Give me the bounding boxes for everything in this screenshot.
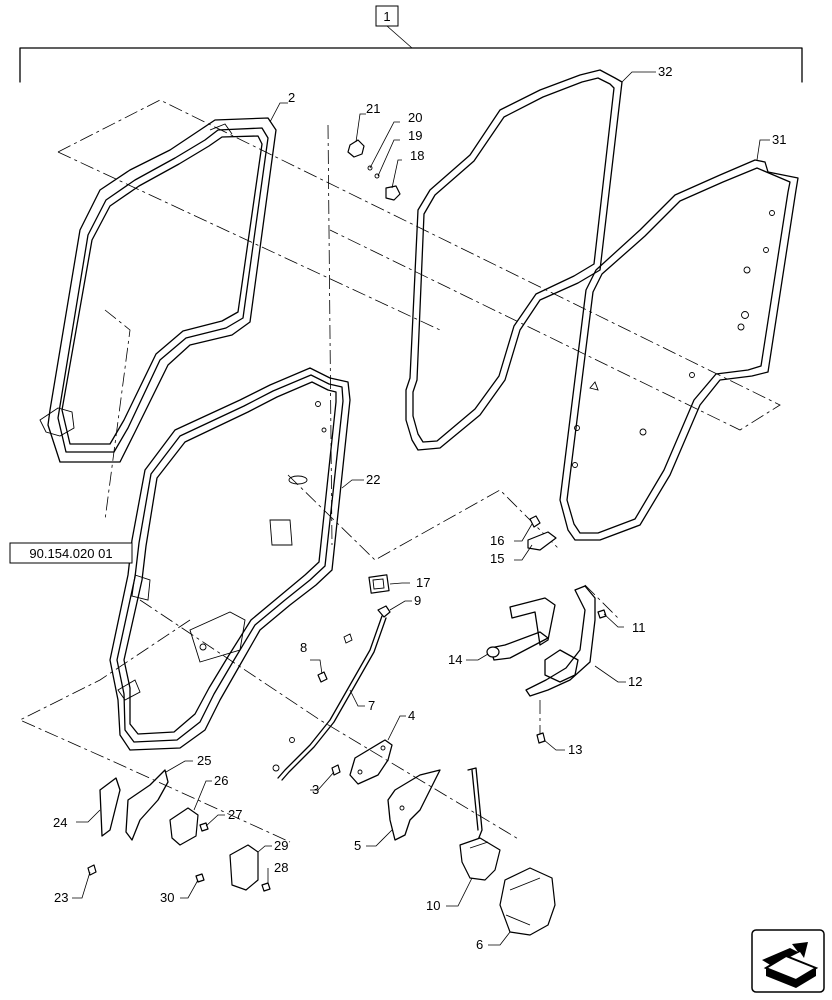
decal-part-17 — [368, 574, 390, 594]
callout-25: 25 — [197, 753, 211, 768]
callout-23: 23 — [54, 890, 68, 905]
pin-part-11 — [597, 609, 607, 619]
callout-13: 13 — [568, 742, 582, 757]
fastener-group-18-21 — [347, 139, 401, 201]
nut-part-21 — [347, 139, 365, 158]
callout-9: 9 — [414, 593, 421, 608]
callout-7: 7 — [368, 698, 375, 713]
callout-leaders — [72, 71, 770, 946]
callout-22: 22 — [366, 472, 380, 487]
callout-30: 30 — [160, 890, 174, 905]
callout-24: 24 — [53, 815, 67, 830]
lever-part-12 — [525, 585, 596, 697]
bracket-part-14 — [509, 597, 556, 646]
callout-29: 29 — [274, 838, 288, 853]
callout-12: 12 — [628, 674, 642, 689]
callout-labels: 2 32 31 21 20 19 18 22 16 15 17 9 11 14 … — [53, 64, 786, 952]
callout-11: 11 — [632, 620, 646, 635]
clip-part-9 — [377, 605, 391, 618]
callout-8: 8 — [300, 640, 307, 655]
callout-10: 10 — [426, 898, 440, 913]
callout-21: 21 — [366, 101, 380, 116]
callout-18: 18 — [410, 148, 424, 163]
callout-27: 27 — [228, 807, 242, 822]
assembly-number: 1 — [383, 9, 390, 24]
assembly-bracket — [19, 47, 803, 83]
window-frame-part-2 — [39, 117, 277, 463]
callout-14: 14 — [448, 652, 462, 667]
callout-28: 28 — [274, 860, 288, 875]
next-page-arrow-icon[interactable] — [751, 929, 825, 993]
cross-reference-box[interactable]: 90.154.020 01 — [9, 542, 133, 564]
latch-group-23-30 — [87, 769, 271, 892]
callout-4: 4 — [408, 708, 415, 723]
pin-and-plate-15-16 — [527, 515, 557, 551]
latch-plate-part-5 — [387, 769, 441, 841]
callout-17: 17 — [416, 575, 430, 590]
plate-part-24 — [99, 777, 121, 837]
callout-16: 16 — [490, 533, 504, 548]
nut-part-13 — [536, 732, 546, 744]
callout-5: 5 — [354, 838, 361, 853]
bolt-part-8 — [317, 633, 353, 683]
bracket-part-25 — [125, 769, 169, 841]
cover-part-6 — [499, 867, 556, 936]
callout-32: 32 — [658, 64, 672, 79]
plate-part-15 — [527, 531, 557, 551]
callout-26: 26 — [214, 773, 228, 788]
label-and-clip-17-9 — [368, 574, 391, 618]
assembly-callout: 1 — [19, 5, 803, 83]
pin-part-16 — [529, 515, 541, 528]
cover-part-29 — [229, 844, 259, 891]
handle-linkage-11-12-14 — [486, 585, 607, 744]
bolt-part-18 — [385, 185, 401, 201]
callout-6: 6 — [476, 937, 483, 952]
seal-part-32 — [405, 69, 623, 451]
callout-19: 19 — [408, 128, 422, 143]
callout-20: 20 — [408, 110, 422, 125]
latch-part-10 — [459, 767, 501, 881]
screw-part-28 — [261, 882, 271, 892]
cable-part-7 — [272, 615, 387, 781]
door-frame-part-22 — [109, 367, 351, 751]
callout-2: 2 — [288, 90, 295, 105]
callout-3: 3 — [312, 782, 319, 797]
alignment-lines — [19, 99, 781, 843]
latch-part-26 — [169, 807, 199, 846]
callout-31: 31 — [772, 132, 786, 147]
bracket-part-4 — [331, 739, 393, 785]
panel-part-31 — [559, 159, 799, 541]
callout-15: 15 — [490, 551, 504, 566]
screw-part-27 — [199, 822, 209, 832]
cross-reference-code[interactable]: 90.154.020 01 — [29, 546, 112, 561]
